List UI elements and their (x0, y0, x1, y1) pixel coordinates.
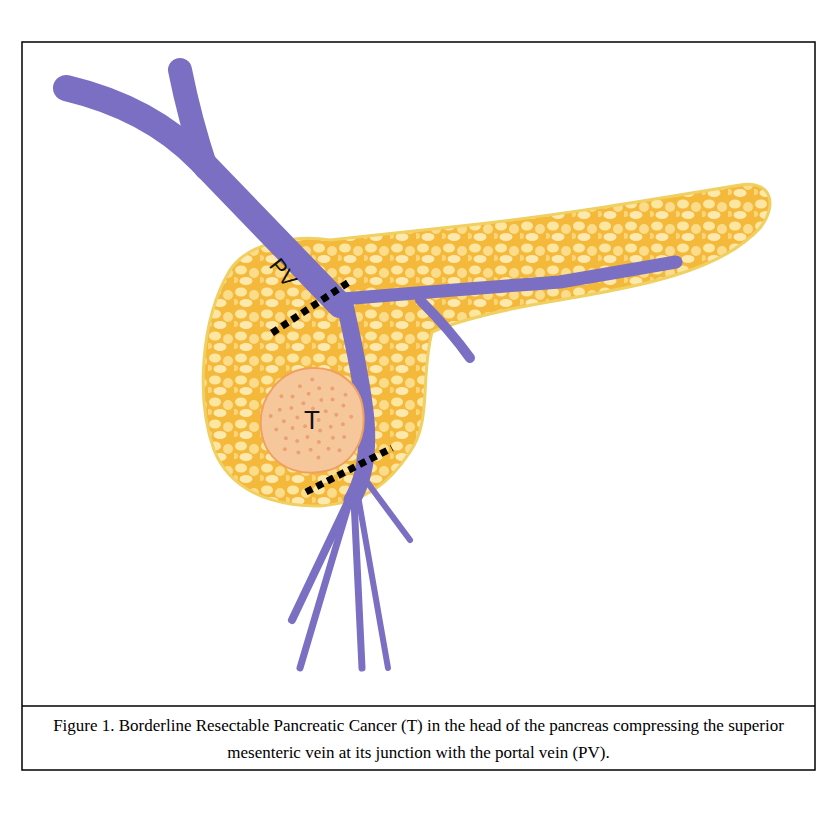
vein-branch (420, 300, 470, 358)
tumor-texture (309, 448, 313, 452)
portal-branch (180, 70, 206, 168)
tumor-texture (343, 393, 347, 397)
tumor-texture (283, 447, 287, 451)
tumor-texture (298, 384, 302, 388)
tumor-texture (295, 415, 299, 419)
tumor-texture (278, 408, 282, 412)
tumor-texture (316, 456, 320, 460)
tumor-texture (337, 448, 341, 452)
tumor-texture (349, 415, 353, 419)
tumor-shape (261, 368, 364, 473)
tumor-texture (310, 378, 314, 382)
tumor-texture (282, 419, 286, 423)
tumor-texture (341, 404, 345, 408)
tumor-texture (279, 394, 283, 398)
tumor-texture (319, 398, 323, 402)
splenic-vein (330, 262, 676, 300)
tumor-texture (296, 450, 300, 454)
tumor-texture (317, 440, 321, 444)
vein-branch (300, 500, 350, 668)
caption-rule (22, 705, 815, 707)
tumor-texture (274, 427, 278, 431)
tumor-texture (329, 425, 333, 429)
tumor-texture (342, 435, 346, 439)
vein-branch (358, 496, 388, 668)
tumor-texture (284, 436, 288, 440)
tumor-texture (330, 386, 334, 390)
tumor-texture (289, 406, 293, 410)
tumor-texture (331, 436, 335, 440)
tumor-texture (317, 386, 321, 390)
figure-caption: Figure 1. Borderline Resectable Pancreat… (30, 712, 807, 766)
tumor-texture (291, 395, 295, 399)
tumor-label: T (304, 405, 320, 436)
tumor-texture (305, 435, 309, 439)
tumor-texture (326, 447, 330, 451)
tumor-mass: T (256, 364, 368, 476)
tumor-texture (324, 409, 328, 413)
pancreas (203, 184, 770, 506)
tumor-texture (334, 413, 338, 417)
tumor-texture (307, 392, 311, 396)
tumor-texture (291, 426, 295, 430)
tumor-texture (331, 398, 335, 402)
figure-frame (22, 42, 815, 770)
veins (66, 70, 676, 668)
tumor-texture (295, 439, 299, 443)
vein-branch (364, 478, 410, 540)
tumor-texture (341, 422, 345, 426)
tumor-texture (269, 414, 273, 418)
